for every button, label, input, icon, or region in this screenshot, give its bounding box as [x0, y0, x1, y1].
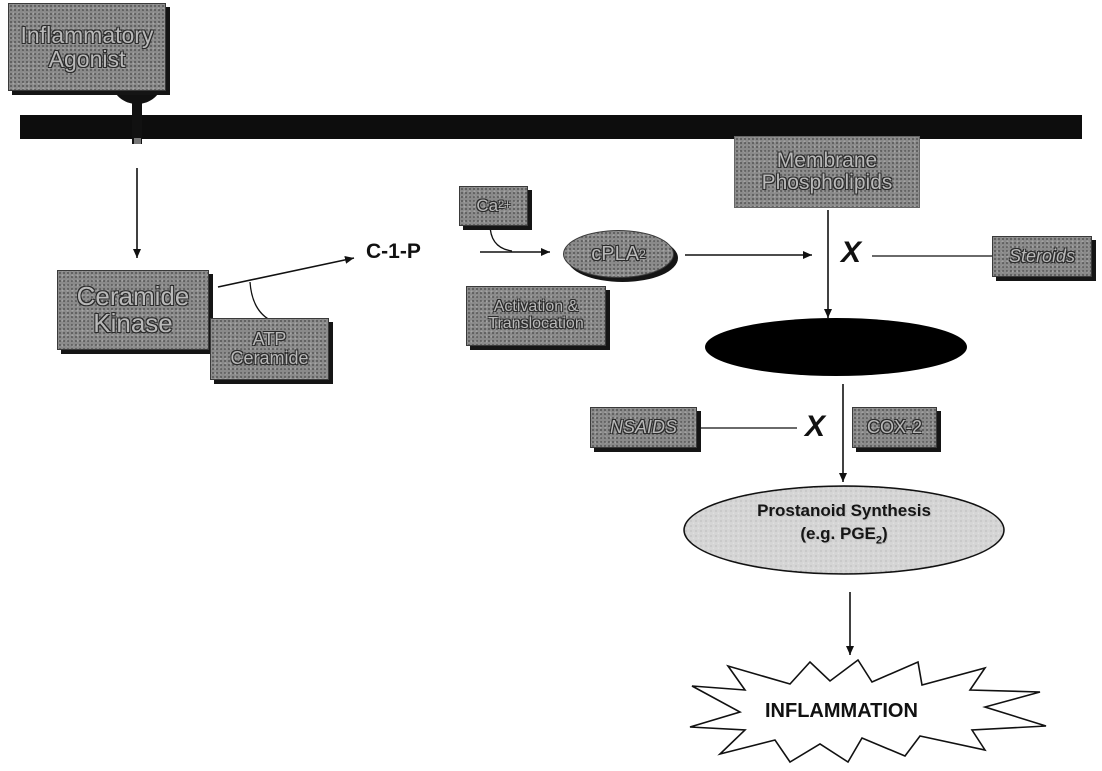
calcium-label: Ca: [476, 196, 499, 216]
atp-ceramide-box: ATP Ceramide: [210, 318, 329, 380]
nsaids-box: NSAIDS: [590, 407, 697, 448]
ceramide-kinase-line1: Ceramide: [76, 280, 190, 311]
cpla2-label: cPLA: [591, 242, 640, 265]
ceramide-kinase-line2: Kinase: [93, 308, 173, 338]
inflammation-burst: [689, 658, 1047, 764]
c1p-label: C-1-P: [366, 240, 421, 263]
arachidonic-acid-node: [705, 318, 967, 376]
arrow-ceramide-kinase-to-c1p: [217, 255, 355, 288]
agonist-label-line2: Agonist: [48, 46, 126, 72]
pge-subscript: 2: [875, 534, 883, 547]
prostanoid-label: Prostanoid Synthesis (e.g. PGE2): [704, 500, 984, 548]
ceramide-kinase-box: Ceramide Kinase: [57, 270, 209, 350]
activation-box: Activation & Translocation: [466, 286, 606, 346]
cell-membrane: [20, 115, 1082, 139]
cox2-label: COX-2: [866, 417, 922, 438]
prostanoid-example: (e.g. PGE: [800, 523, 876, 543]
membrane-line2: Phospholipids: [761, 171, 893, 194]
activation-line2: Translocation: [488, 315, 584, 332]
steroids-label: Steroids: [1008, 246, 1076, 267]
agonist-label-line1: Inflammatory: [20, 21, 154, 48]
activation-line1: Activation &: [493, 298, 579, 316]
nsaids-inhibition-mark: X: [805, 410, 826, 443]
membrane-line1: Membrane: [776, 148, 878, 172]
inflammation-label: INFLAMMATION: [765, 700, 918, 722]
steroids-inhibition-mark: X: [841, 236, 862, 269]
prostanoid-close: ): [882, 523, 888, 543]
prostanoid-line1: Prostanoid Synthesis: [757, 501, 931, 520]
calcium-charge: 2+: [498, 199, 511, 212]
ceramide-label: Ceramide: [230, 348, 309, 368]
membrane-phospholipids-box: Membrane Phospholipids: [734, 136, 920, 208]
prostanoid-line2: (e.g. PGE2): [704, 523, 984, 548]
cox2-box: COX-2: [852, 407, 937, 448]
atp-label: ATP: [252, 329, 287, 350]
nsaids-label: NSAIDS: [609, 417, 678, 438]
agonist-box: Inflammatory Agonist: [8, 3, 166, 91]
atp-ceramide-input-curve: [249, 281, 271, 321]
cpla2-subscript: 2: [639, 246, 646, 261]
steroids-box: Steroids: [992, 236, 1092, 277]
calcium-input-curve: [489, 223, 513, 252]
